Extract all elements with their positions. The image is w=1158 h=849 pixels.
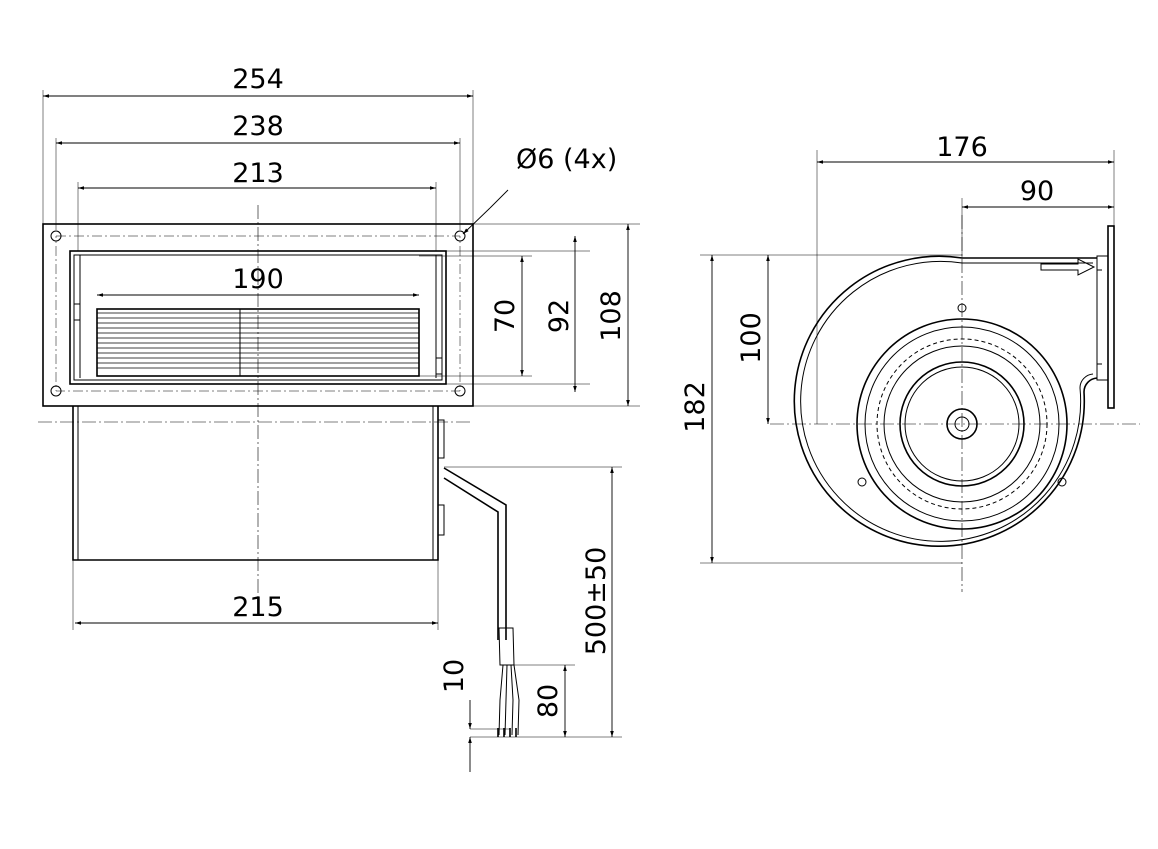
body-clip bbox=[437, 419, 445, 459]
impeller-blade-ring-inner bbox=[876, 338, 1048, 510]
dim-label-500: 500±50 bbox=[581, 547, 612, 656]
motor-housing-inner bbox=[904, 366, 1020, 482]
dim-label-70: 70 bbox=[490, 299, 521, 333]
scroll-housing bbox=[793, 255, 1098, 548]
leader-mount-hole-shelf bbox=[489, 189, 509, 209]
mounting-holes bbox=[50, 230, 466, 397]
dim-label-190: 190 bbox=[232, 264, 284, 295]
mounting-hole-bottom-left bbox=[50, 385, 62, 397]
impeller-blade-ring-base bbox=[883, 345, 1041, 503]
dim-label-92: 92 bbox=[544, 299, 575, 333]
impeller-outlet bbox=[96, 308, 420, 377]
opening-tab-right bbox=[435, 357, 443, 375]
dim-label-108: 108 bbox=[596, 290, 627, 342]
mounting-hole-top-left bbox=[50, 230, 62, 242]
screw-bottom-left bbox=[857, 477, 867, 487]
scroll-housing-inner bbox=[800, 260, 1094, 542]
mounting-hole-bottom-right bbox=[454, 385, 466, 397]
cable-leads bbox=[498, 664, 520, 736]
screw-bottom-right bbox=[1057, 477, 1067, 487]
dim-label-90: 90 bbox=[1020, 176, 1054, 207]
dim-label-238: 238 bbox=[232, 111, 284, 142]
dim-label-213: 213 bbox=[232, 158, 284, 189]
motor-housing bbox=[899, 361, 1025, 487]
dim-label-mount-hole: Ø6 (4x) bbox=[516, 144, 617, 175]
cable-terminals bbox=[497, 728, 517, 737]
impeller-blades bbox=[97, 312, 419, 369]
side-view: 176 90 100 182 bbox=[680, 132, 1140, 592]
side-extension-lines bbox=[700, 150, 1115, 564]
fan-body bbox=[72, 406, 439, 561]
dim-label-254: 254 bbox=[232, 64, 284, 95]
motor-shaft bbox=[954, 416, 970, 432]
power-cable bbox=[443, 467, 507, 640]
impeller-outer-ring bbox=[856, 318, 1068, 530]
flange-hole-pitch-line bbox=[55, 235, 461, 392]
outlet-flange-inner bbox=[1096, 255, 1109, 381]
front-view: 254 238 213 Ø6 (4x) 190 70 92 108 215 50… bbox=[38, 64, 640, 772]
body-clip-lower bbox=[437, 504, 445, 536]
front-extension-lines bbox=[42, 90, 640, 738]
impeller-blade-ring-outer bbox=[864, 326, 1060, 522]
motor-hub bbox=[946, 408, 978, 440]
opening-tab-left bbox=[73, 303, 81, 321]
mounting-screws bbox=[857, 303, 1067, 487]
dim-label-215: 215 bbox=[232, 592, 284, 623]
flange-outline bbox=[42, 223, 474, 407]
front-dimension-lines bbox=[43, 94, 630, 772]
leader-mount-hole bbox=[462, 207, 491, 235]
dim-label-100: 100 bbox=[736, 312, 767, 364]
airflow-arrow-icon bbox=[1040, 258, 1096, 276]
side-dimension-lines bbox=[710, 160, 1114, 563]
screw-top bbox=[957, 303, 967, 313]
dim-label-182: 182 bbox=[680, 381, 711, 433]
flange-opening bbox=[69, 250, 447, 385]
outlet-flange bbox=[1107, 225, 1115, 409]
dim-label-10: 10 bbox=[439, 659, 470, 693]
dim-label-176: 176 bbox=[936, 132, 988, 163]
dim-label-80: 80 bbox=[533, 684, 564, 718]
mounting-hole-top-right bbox=[454, 230, 466, 242]
